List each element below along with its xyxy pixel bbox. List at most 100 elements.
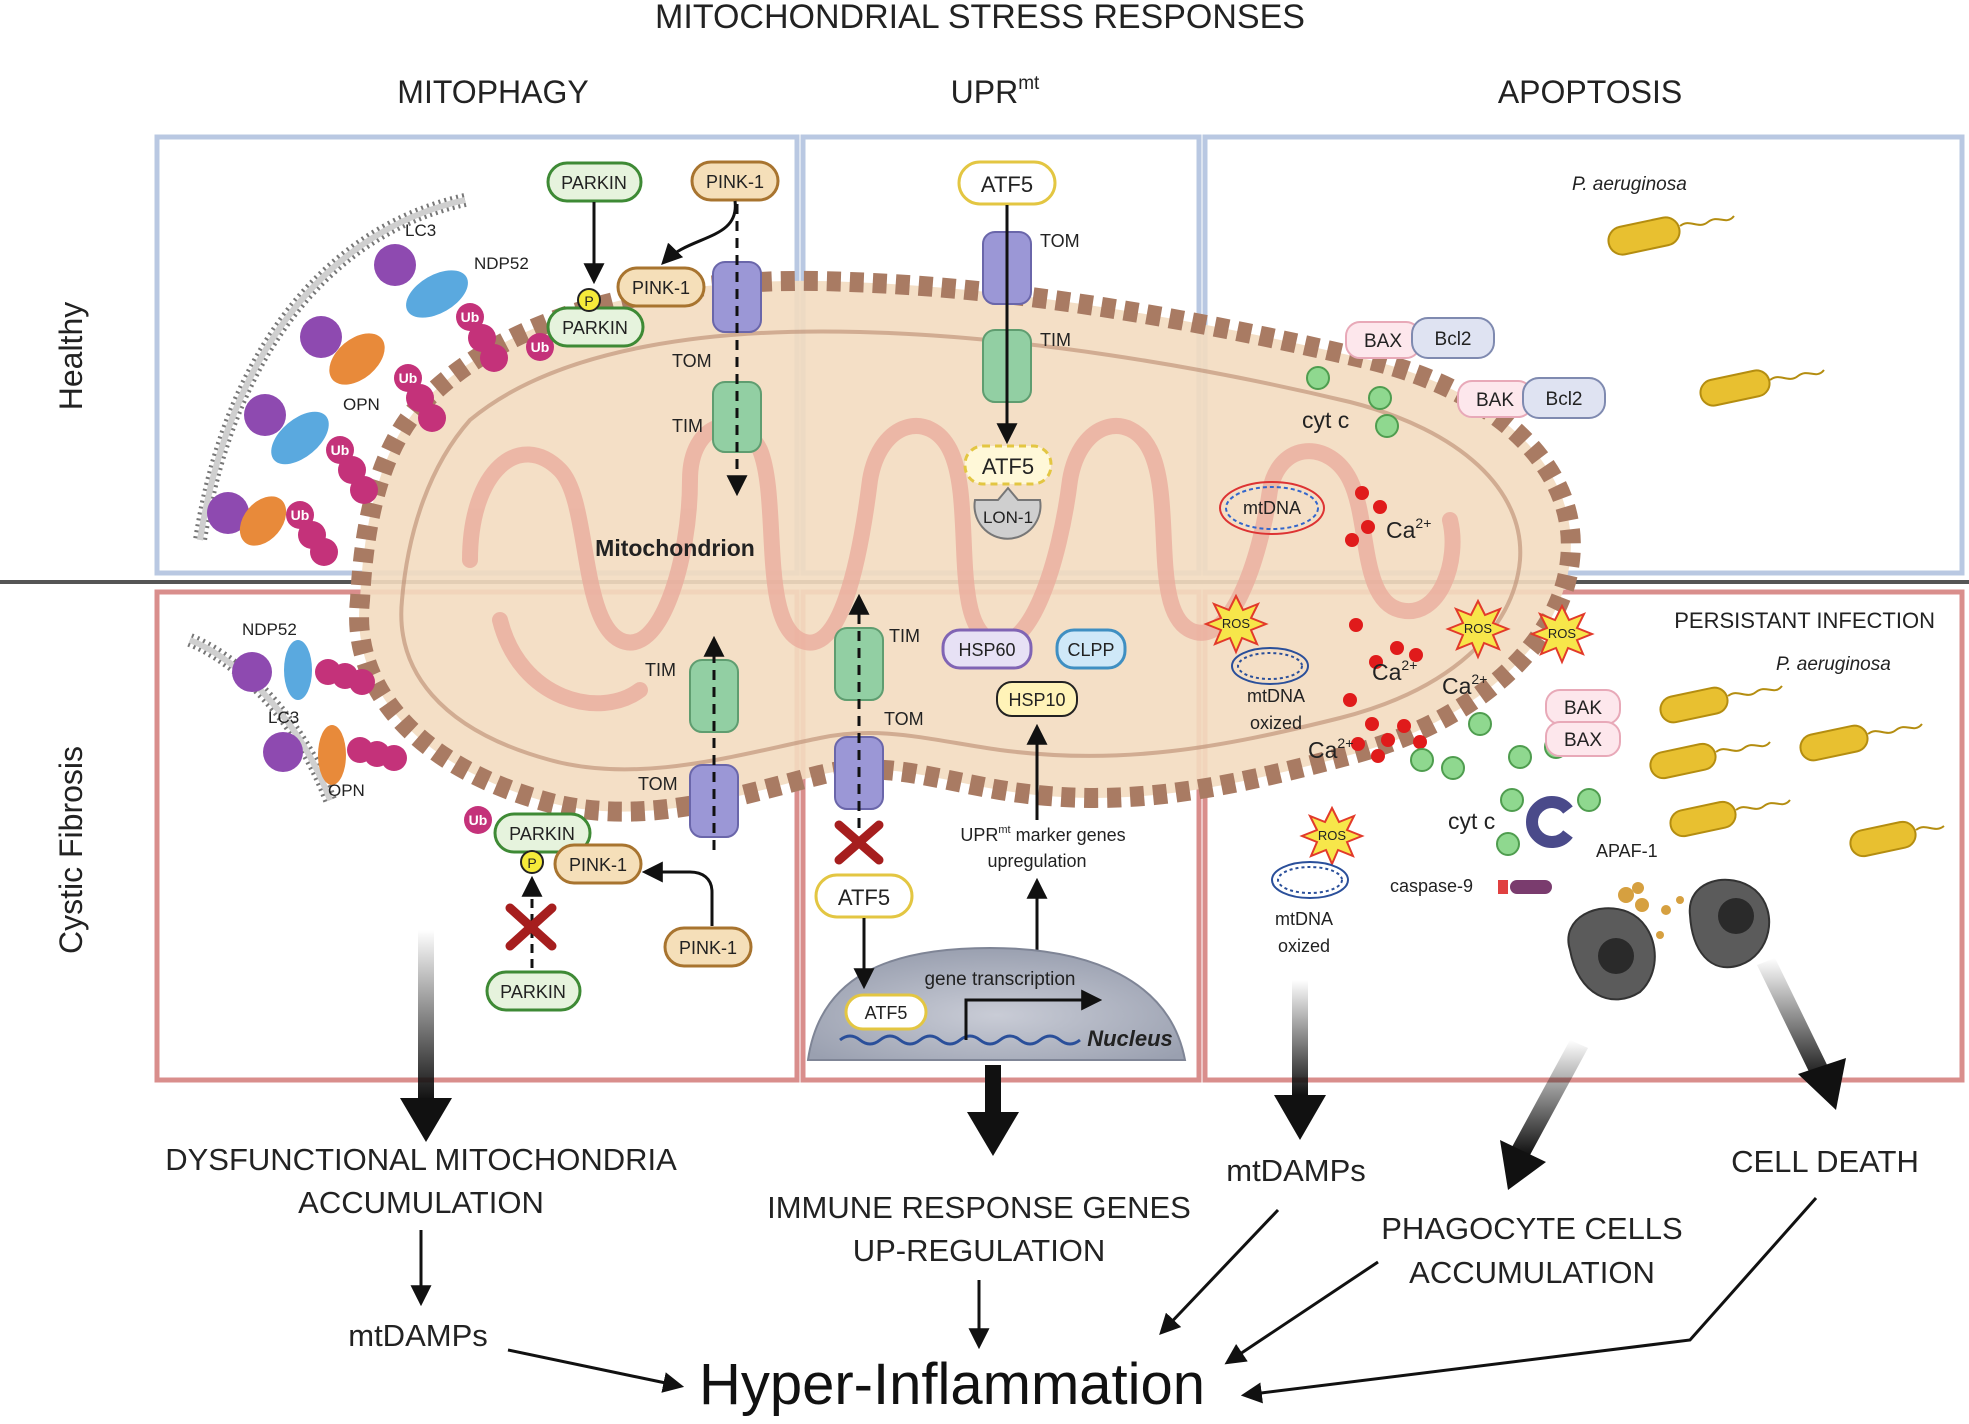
phospho-label: P bbox=[584, 293, 593, 309]
mtdna-oxidized-1 bbox=[1231, 647, 1309, 685]
apaf1-protein bbox=[1526, 796, 1573, 848]
ros-burst-3: ROS bbox=[1531, 605, 1593, 663]
clpp-box bbox=[1055, 628, 1127, 670]
mtdna-oxidized-1-label-a: mtDNA bbox=[1247, 686, 1305, 706]
bax-box-cf bbox=[1545, 721, 1621, 757]
parkin-complex-cf-label: PARKIN bbox=[509, 824, 575, 844]
outcome-cell-death: CELL DEATH bbox=[1731, 1144, 1919, 1179]
calcium-healthy bbox=[1345, 486, 1387, 547]
parkin-box bbox=[546, 161, 643, 203]
pink1-complex-label: PINK-1 bbox=[632, 278, 690, 298]
opn-label-cf: OPN bbox=[328, 781, 365, 800]
healthy-apoptosis-group: P. aeruginosa BAX Bcl2 BAK Bcl2 cyt c mt… bbox=[1219, 174, 1825, 547]
pink1-complex-cf bbox=[553, 843, 643, 885]
bcl2-label-2: Bcl2 bbox=[1546, 389, 1583, 410]
atf5-nuclear bbox=[844, 993, 928, 1031]
row-label-cf: Cystic Fibrosis bbox=[53, 746, 89, 954]
atf5-cf-label: ATF5 bbox=[838, 885, 890, 910]
bax-label-cf: BAX bbox=[1564, 730, 1602, 751]
hsp60-box bbox=[941, 628, 1033, 670]
cf-apoptosis-group: PERSISTANT INFECTION P. aeruginosa ROS R… bbox=[1205, 595, 1945, 1001]
pink1-arrow bbox=[661, 200, 737, 266]
lon1-label: LON-1 bbox=[983, 508, 1033, 527]
mtdna-oxidized-2 bbox=[1271, 861, 1349, 899]
cyt-c-label-healthy: cyt c bbox=[1302, 407, 1349, 433]
mtdna-oxidized-2-label-b: oxized bbox=[1278, 936, 1330, 956]
atf5-nuclear-label: ATF5 bbox=[865, 1003, 908, 1023]
parkin-box-cf bbox=[485, 970, 582, 1012]
mtdna-label-healthy: mtDNA bbox=[1243, 498, 1301, 518]
ca-label-cf-1: Ca2+ bbox=[1372, 657, 1417, 685]
column-title-uprmt: UPRmt bbox=[951, 73, 1040, 110]
bcl2-box-2 bbox=[1522, 377, 1606, 419]
pink1-box-cf bbox=[663, 926, 753, 968]
parkin-complex-cf bbox=[493, 812, 592, 854]
svg-text:ROS: ROS bbox=[1548, 626, 1577, 641]
blocked-cross-upr bbox=[834, 820, 884, 865]
ub-label-4: Ub bbox=[291, 507, 310, 523]
tom-label-upr-cf: TOM bbox=[884, 709, 924, 729]
parkin-label: PARKIN bbox=[561, 173, 627, 193]
main-title: MITOCHONDRIAL STRESS RESPONSES bbox=[655, 0, 1305, 36]
lc3-cf bbox=[232, 652, 272, 692]
ub-label-2: Ub bbox=[399, 370, 418, 386]
svg-text:ROS: ROS bbox=[1318, 828, 1347, 843]
atf5-degraded bbox=[963, 444, 1053, 486]
atf5-label: ATF5 bbox=[981, 172, 1033, 197]
upr-marker-text-1: UPRmt marker genes bbox=[960, 824, 1125, 845]
ub-label-1: Ub bbox=[461, 309, 480, 325]
phospho-marker-cf bbox=[520, 850, 544, 874]
healthy-upr-group: ATF5 TOM TIM ATF5 LON-1 bbox=[957, 160, 1080, 540]
row-label-healthy: Healthy bbox=[53, 302, 89, 411]
outcomes: DYSFUNCTIONAL MITOCHONDRIA ACCUMULATION … bbox=[165, 1142, 1919, 1417]
svg-text:ROS: ROS bbox=[1222, 616, 1251, 631]
hsp10-box bbox=[996, 681, 1078, 717]
lc3-protein-2 bbox=[300, 316, 342, 358]
tim-label-upr-cf: TIM bbox=[889, 626, 920, 646]
phospho-label-cf: P bbox=[527, 855, 536, 871]
cf-mitophagy-group: NDP52 LC3 OPN Ub PARKIN PINK-1 P PARKIN … bbox=[187, 620, 753, 1012]
mtdna-oxidized-1-label-b: oxized bbox=[1250, 713, 1302, 733]
bak-label: BAK bbox=[1476, 390, 1514, 411]
ca-label-healthy: Ca2+ bbox=[1386, 515, 1431, 543]
tim-label-healthy: TIM bbox=[672, 416, 703, 436]
opn-protein-2 bbox=[239, 496, 287, 546]
hsp60-label: HSP60 bbox=[958, 640, 1015, 660]
phospho-marker bbox=[577, 288, 601, 312]
atf5-box bbox=[957, 160, 1057, 206]
outcome-mtdamps-left: mtDAMPs bbox=[348, 1318, 488, 1353]
ros-burst-2: ROS bbox=[1447, 600, 1509, 658]
parkin-box-cf-label: PARKIN bbox=[500, 982, 566, 1002]
outcome-phagocyte-2: ACCUMULATION bbox=[1409, 1255, 1655, 1290]
column-title-apoptosis: APOPTOSIS bbox=[1498, 74, 1682, 110]
apaf1-label: APAF-1 bbox=[1596, 841, 1658, 861]
parkin-complex-label: PARKIN bbox=[562, 318, 628, 338]
ca-label-cf-2: Ca2+ bbox=[1442, 671, 1487, 699]
ndp52-protein bbox=[406, 270, 468, 318]
pink1-box bbox=[690, 160, 780, 202]
phagocyte-cells bbox=[1567, 878, 1771, 1001]
hyper-inflammation: Hyper-Inflammation bbox=[699, 1352, 1205, 1417]
bacteria-healthy bbox=[1607, 215, 1825, 407]
mtdna-oxidized-2-label-a: mtDNA bbox=[1275, 909, 1333, 929]
ndp52-protein-2 bbox=[271, 411, 329, 465]
outcome-phagocyte-1: PHAGOCYTE CELLS bbox=[1381, 1211, 1682, 1246]
transcription-arrow bbox=[964, 989, 1103, 1040]
healthy-mitophagy-group: LC3 NDP52 OPN Ub Ub Ub Ub Ub PARKIN PINK… bbox=[193, 160, 780, 566]
outcome-immune-1: IMMUNE RESPONSE GENES bbox=[767, 1190, 1191, 1225]
bax-label: BAX bbox=[1364, 331, 1402, 352]
gene-transcription-label: gene transcription bbox=[924, 969, 1075, 990]
tim-label-upr: TIM bbox=[1040, 330, 1071, 350]
ros-burst-1: ROS bbox=[1205, 595, 1267, 653]
pink1-complex bbox=[616, 266, 706, 308]
p-aeruginosa-label-cf: P. aeruginosa bbox=[1776, 654, 1891, 675]
pink1-box-cf-label: PINK-1 bbox=[679, 938, 737, 958]
svg-text:ROS: ROS bbox=[1464, 621, 1493, 636]
tom-label-cf: TOM bbox=[638, 774, 678, 794]
mitochondrion: Mitochondrion bbox=[349, 270, 1581, 822]
nucleus bbox=[806, 946, 1187, 1061]
opn-cf bbox=[318, 725, 346, 785]
lc3-protein-4 bbox=[207, 492, 249, 534]
ndp52-label: NDP52 bbox=[474, 254, 529, 273]
